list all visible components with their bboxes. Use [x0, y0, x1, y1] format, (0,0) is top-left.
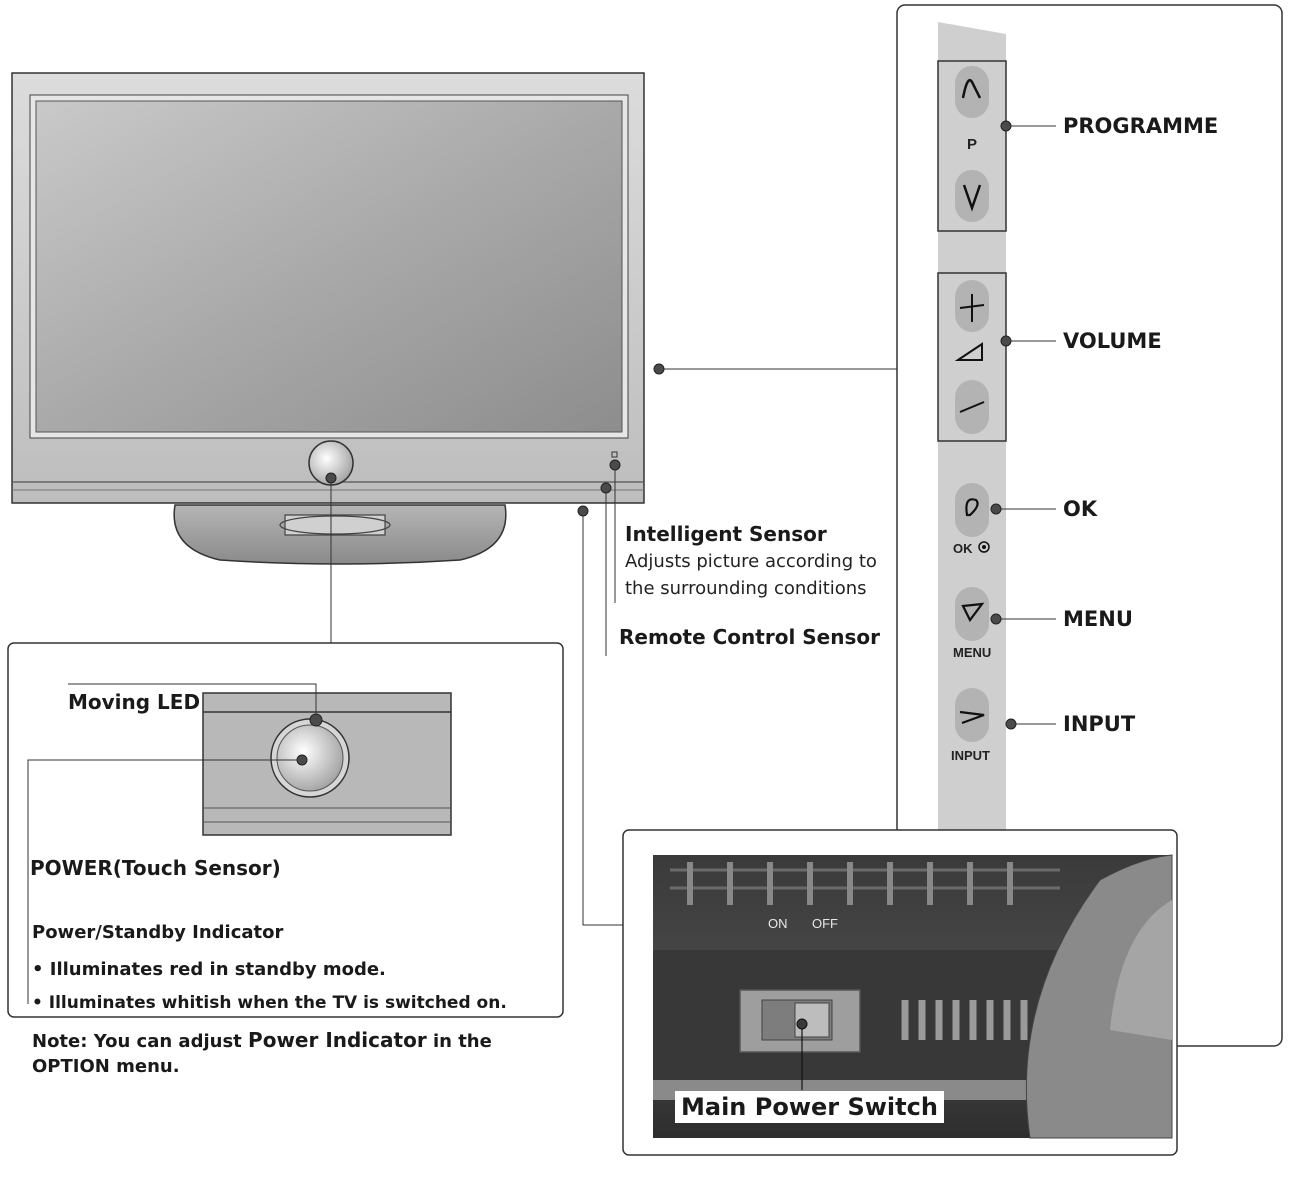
main-power-switch-label: Main Power Switch	[675, 1091, 944, 1123]
intelligent-sensor-desc-1: Adjusts picture according to	[625, 551, 877, 572]
power-indicator-label: Power/Standby Indicator	[32, 922, 284, 943]
note-highlight: Power Indicator	[248, 1028, 427, 1052]
volume-label: VOLUME	[1063, 329, 1162, 353]
remote-sensor-label: Remote Control Sensor	[619, 625, 880, 649]
side-panel	[896, 4, 1283, 1047]
note-prefix: Note: You can adjust	[32, 1031, 249, 1052]
main-switch-leader	[582, 516, 623, 926]
note-line-2: OPTION menu.	[32, 1056, 180, 1077]
led-detail-box	[7, 642, 564, 1018]
power-switch-box	[622, 829, 1178, 1156]
switch-off-label: OFF	[812, 916, 838, 931]
input-label: INPUT	[1063, 712, 1136, 736]
moving-led-label: Moving LED	[68, 690, 201, 714]
tv-front	[11, 72, 897, 565]
p-button-label: P	[967, 136, 977, 153]
programme-label: PROGRAMME	[1063, 114, 1219, 138]
switch-on-label: ON	[768, 916, 788, 931]
ok-label: OK	[1063, 497, 1098, 521]
indicator-bullet-2: • Illuminates whitish when the TV is swi…	[32, 993, 507, 1013]
indicator-bullet-1: • Illuminates red in standby mode.	[32, 959, 386, 980]
menu-button-caption: MENU	[953, 645, 992, 660]
note-line-1: Note: You can adjust Power Indicator in …	[32, 1028, 492, 1052]
intelligent-sensor-desc-2: the surrounding conditions	[625, 578, 867, 599]
power-touch-label: POWER(Touch Sensor)	[30, 856, 281, 880]
note-suffix: in the	[426, 1031, 492, 1052]
intelligent-sensor-label: Intelligent Sensor	[625, 522, 827, 546]
input-button-caption: INPUT	[951, 748, 990, 763]
menu-label: MENU	[1063, 607, 1133, 631]
ok-button-caption: OK	[953, 541, 973, 556]
